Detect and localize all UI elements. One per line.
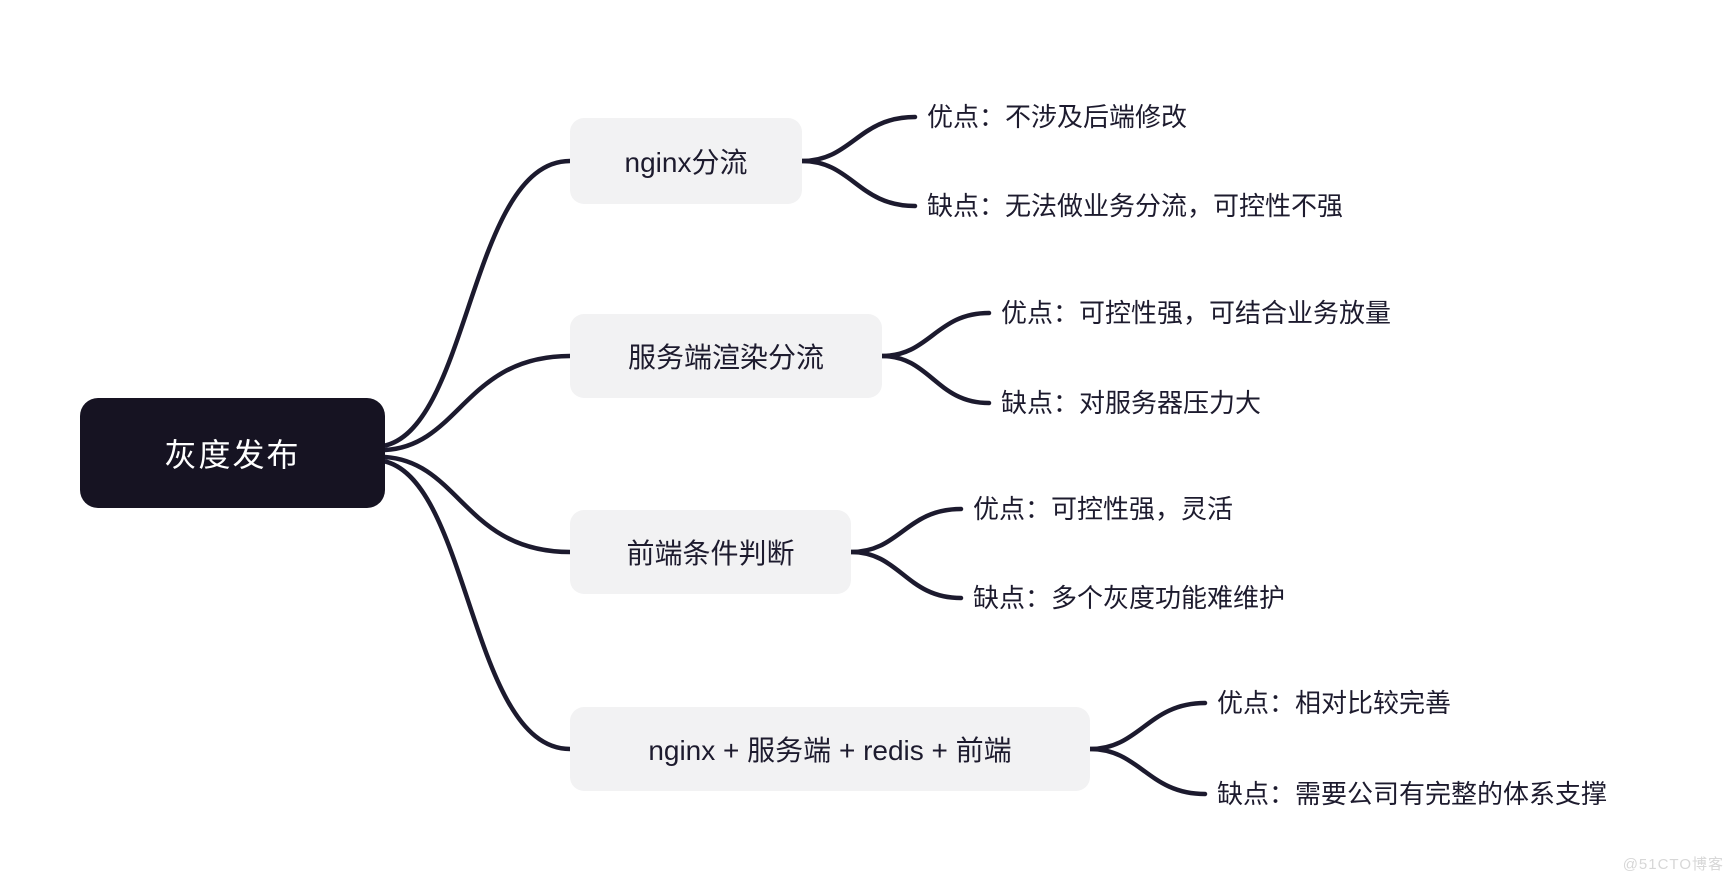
leaf-branch4-cons[interactable]: 缺点：需要公司有完整的体系支撑: [1217, 779, 1608, 809]
connector-branch3-cons: [848, 549, 964, 601]
watermark-51cto: @51CTO博客: [1622, 856, 1724, 873]
connector-branch3-pros: [848, 506, 964, 555]
branch-topic-ssr-split[interactable]: 服务端渲染分流: [570, 314, 882, 398]
branch-topic-frontend-condition[interactable]: 前端条件判断: [570, 510, 851, 594]
leaf-branch3-pros[interactable]: 优点：可控性强，灵活: [973, 494, 1234, 524]
connector-branch2-pros: [879, 310, 992, 359]
leaf-branch2-pros[interactable]: 优点：可控性强，可结合业务放量: [1001, 298, 1392, 328]
leaf-branch1-pros[interactable]: 优点：不涉及后端修改: [927, 102, 1188, 132]
branch-topic-nginx-split[interactable]: nginx分流: [570, 118, 802, 204]
connector-root-branch2: [382, 353, 573, 453]
connector-root-branch3: [382, 454, 573, 555]
connector-root-branch1: [380, 158, 573, 449]
connector-branch4-cons: [1087, 746, 1208, 797]
connector-branch4-pros: [1087, 700, 1208, 752]
branch-topic-combined-stack[interactable]: nginx + 服务端 + redis + 前端: [570, 707, 1090, 791]
leaf-branch4-pros[interactable]: 优点：相对比较完善: [1217, 688, 1452, 718]
leaf-branch1-cons[interactable]: 缺点：无法做业务分流，可控性不强: [927, 191, 1344, 221]
connector-branch1-cons: [799, 158, 918, 209]
connector-branch1-pros: [799, 114, 918, 164]
root-topic-gray-release[interactable]: 灰度发布: [80, 398, 385, 508]
leaf-branch3-cons[interactable]: 缺点：多个灰度功能难维护: [973, 583, 1286, 613]
connector-branch2-cons: [879, 353, 992, 406]
leaf-branch2-cons[interactable]: 缺点：对服务器压力大: [1001, 388, 1262, 418]
connector-root-branch4: [380, 458, 573, 752]
